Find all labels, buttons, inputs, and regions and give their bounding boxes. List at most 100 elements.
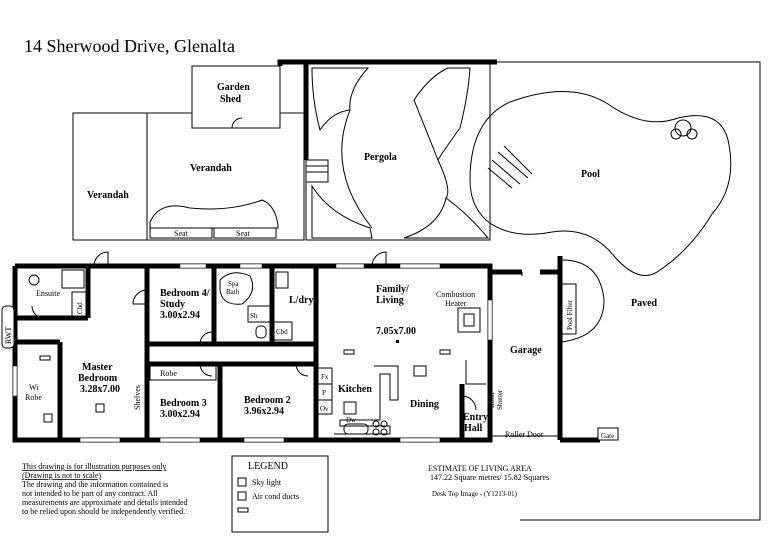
heater-label-2: Heater xyxy=(445,299,467,308)
ensuite-cbd-label: Cbd xyxy=(76,302,84,314)
window-8 xyxy=(243,437,285,443)
roller-door-label: Roller Door xyxy=(505,430,544,439)
pergola-label: Pergola xyxy=(364,152,397,163)
ensuite-door xyxy=(31,305,45,319)
seat-right-label: Seat xyxy=(236,229,251,238)
entry-label-2: Hall xyxy=(464,423,483,434)
disclaimer-line-4: not intended to be part of any contract.… xyxy=(22,489,159,498)
verandah-main-outline xyxy=(147,112,305,241)
cooktop-2 xyxy=(380,420,388,428)
page-title: 14 Sherwood Drive, Glenalta xyxy=(24,36,235,56)
disclaimer-line-6: to be relied upon should be independentl… xyxy=(22,507,185,516)
window-9 xyxy=(399,437,441,443)
rolla-label-1: Rolla xyxy=(488,392,496,408)
cooktop-4 xyxy=(380,428,388,436)
ov-label: Ov xyxy=(320,405,329,413)
garden-shed-label-1: Garden xyxy=(217,82,250,93)
bed2-dim: 3.96x2.94 xyxy=(244,406,284,417)
ensuite-cbd-box xyxy=(71,291,87,317)
p-label: P xyxy=(322,389,326,397)
bed3-door xyxy=(199,363,213,377)
window-2 xyxy=(239,263,263,269)
wi-robe-duct-icon xyxy=(43,413,53,423)
family-door xyxy=(371,251,387,267)
legend-title: LEGEND xyxy=(248,461,288,472)
family-duct-2 xyxy=(439,349,451,355)
back-door-swing xyxy=(93,251,109,267)
bed4-door xyxy=(199,331,213,345)
kitchen-bench xyxy=(334,365,399,435)
master-skylight-icon xyxy=(95,403,105,413)
pool-area-boundary xyxy=(490,61,761,521)
window-3 xyxy=(335,263,365,269)
entry-door xyxy=(461,395,477,411)
entry-label-1: Entry xyxy=(463,412,488,423)
family-dim: 7.05x7.00 xyxy=(376,326,416,337)
disclaimer-line-3: The drawing and the information containe… xyxy=(22,480,168,489)
shed-door-swing xyxy=(231,117,243,129)
ldry-label: L/dry xyxy=(289,295,313,306)
pergola-wall xyxy=(277,59,497,66)
spa-label-2: Bath xyxy=(226,288,240,296)
wi-robe-label-2: Robe xyxy=(25,393,42,402)
master-duct-icon xyxy=(39,355,51,361)
seat-left xyxy=(149,227,213,239)
pool-filter-outline xyxy=(561,259,605,343)
disclaimer-line-2: (Drawing is not to scale) xyxy=(22,471,101,480)
spa-bath xyxy=(219,272,254,305)
cooktop-1 xyxy=(372,420,380,428)
window-10 xyxy=(12,365,18,397)
seat-left-label: Seat xyxy=(174,229,189,238)
window-4 xyxy=(399,263,441,269)
legend-box xyxy=(231,455,329,533)
family-light-dot xyxy=(396,340,399,343)
bed2-label: Bedroom 2 xyxy=(244,395,291,406)
wi-robe-label-1: Wi xyxy=(29,383,39,392)
master-dim: 3.28x7.00 xyxy=(80,384,120,395)
kitchen-sink xyxy=(343,423,369,435)
family-label-1: Family/ xyxy=(376,284,409,295)
rolla-label-2: Shutter xyxy=(496,389,504,410)
spa-label-1: Spa xyxy=(228,280,239,288)
bath-toilet xyxy=(255,325,267,339)
dishwasher-box xyxy=(343,401,357,415)
paved-label: Paved xyxy=(631,298,658,309)
pergola-outline xyxy=(305,63,491,241)
garage-label: Garage xyxy=(510,345,542,356)
window-5 xyxy=(487,299,493,341)
bath-shower xyxy=(247,305,271,323)
bed4-label-2: Study xyxy=(160,299,185,310)
pool-label: Pool xyxy=(581,169,600,180)
sh-label: Sh xyxy=(250,312,258,320)
estimate-image-ref: Desk Top Image - (Y1213-01) xyxy=(432,490,518,498)
pool-filter-label: Pool Filter xyxy=(566,300,574,330)
pergola-bed-bottom-left xyxy=(311,184,373,239)
pool-steps xyxy=(487,145,533,189)
window-1 xyxy=(179,263,207,269)
gate-box xyxy=(597,427,619,441)
robe-box xyxy=(149,365,217,381)
robe-label: Robe xyxy=(160,369,177,378)
kitchen-label: Kitchen xyxy=(338,384,372,395)
kitchen-skylight xyxy=(413,365,427,377)
shelves-label: Shelves xyxy=(133,385,142,410)
garden-bed xyxy=(149,199,279,229)
family-duct-1 xyxy=(343,349,355,355)
bed4-label-1: Bedroom 4/ xyxy=(160,288,210,299)
legend-air-cond: Air cond ducts xyxy=(252,492,299,501)
ensuite-label: Ensuite xyxy=(36,289,60,298)
cbd2-label: Cbd xyxy=(276,328,288,336)
master-label-2: Bedroom xyxy=(78,373,118,384)
pergola-circle-arc xyxy=(341,109,373,229)
window-6 xyxy=(79,437,121,443)
dining-label: Dining xyxy=(410,399,439,410)
bed2-door xyxy=(295,363,309,377)
family-label-2: Living xyxy=(376,295,404,306)
master-label-1: Master xyxy=(82,362,113,373)
pergola-bed-top-right xyxy=(413,67,471,162)
pool-outline xyxy=(469,91,732,277)
ldry-cbd xyxy=(273,321,293,341)
legend-aircond-icon xyxy=(237,491,247,501)
master-door xyxy=(132,289,148,305)
